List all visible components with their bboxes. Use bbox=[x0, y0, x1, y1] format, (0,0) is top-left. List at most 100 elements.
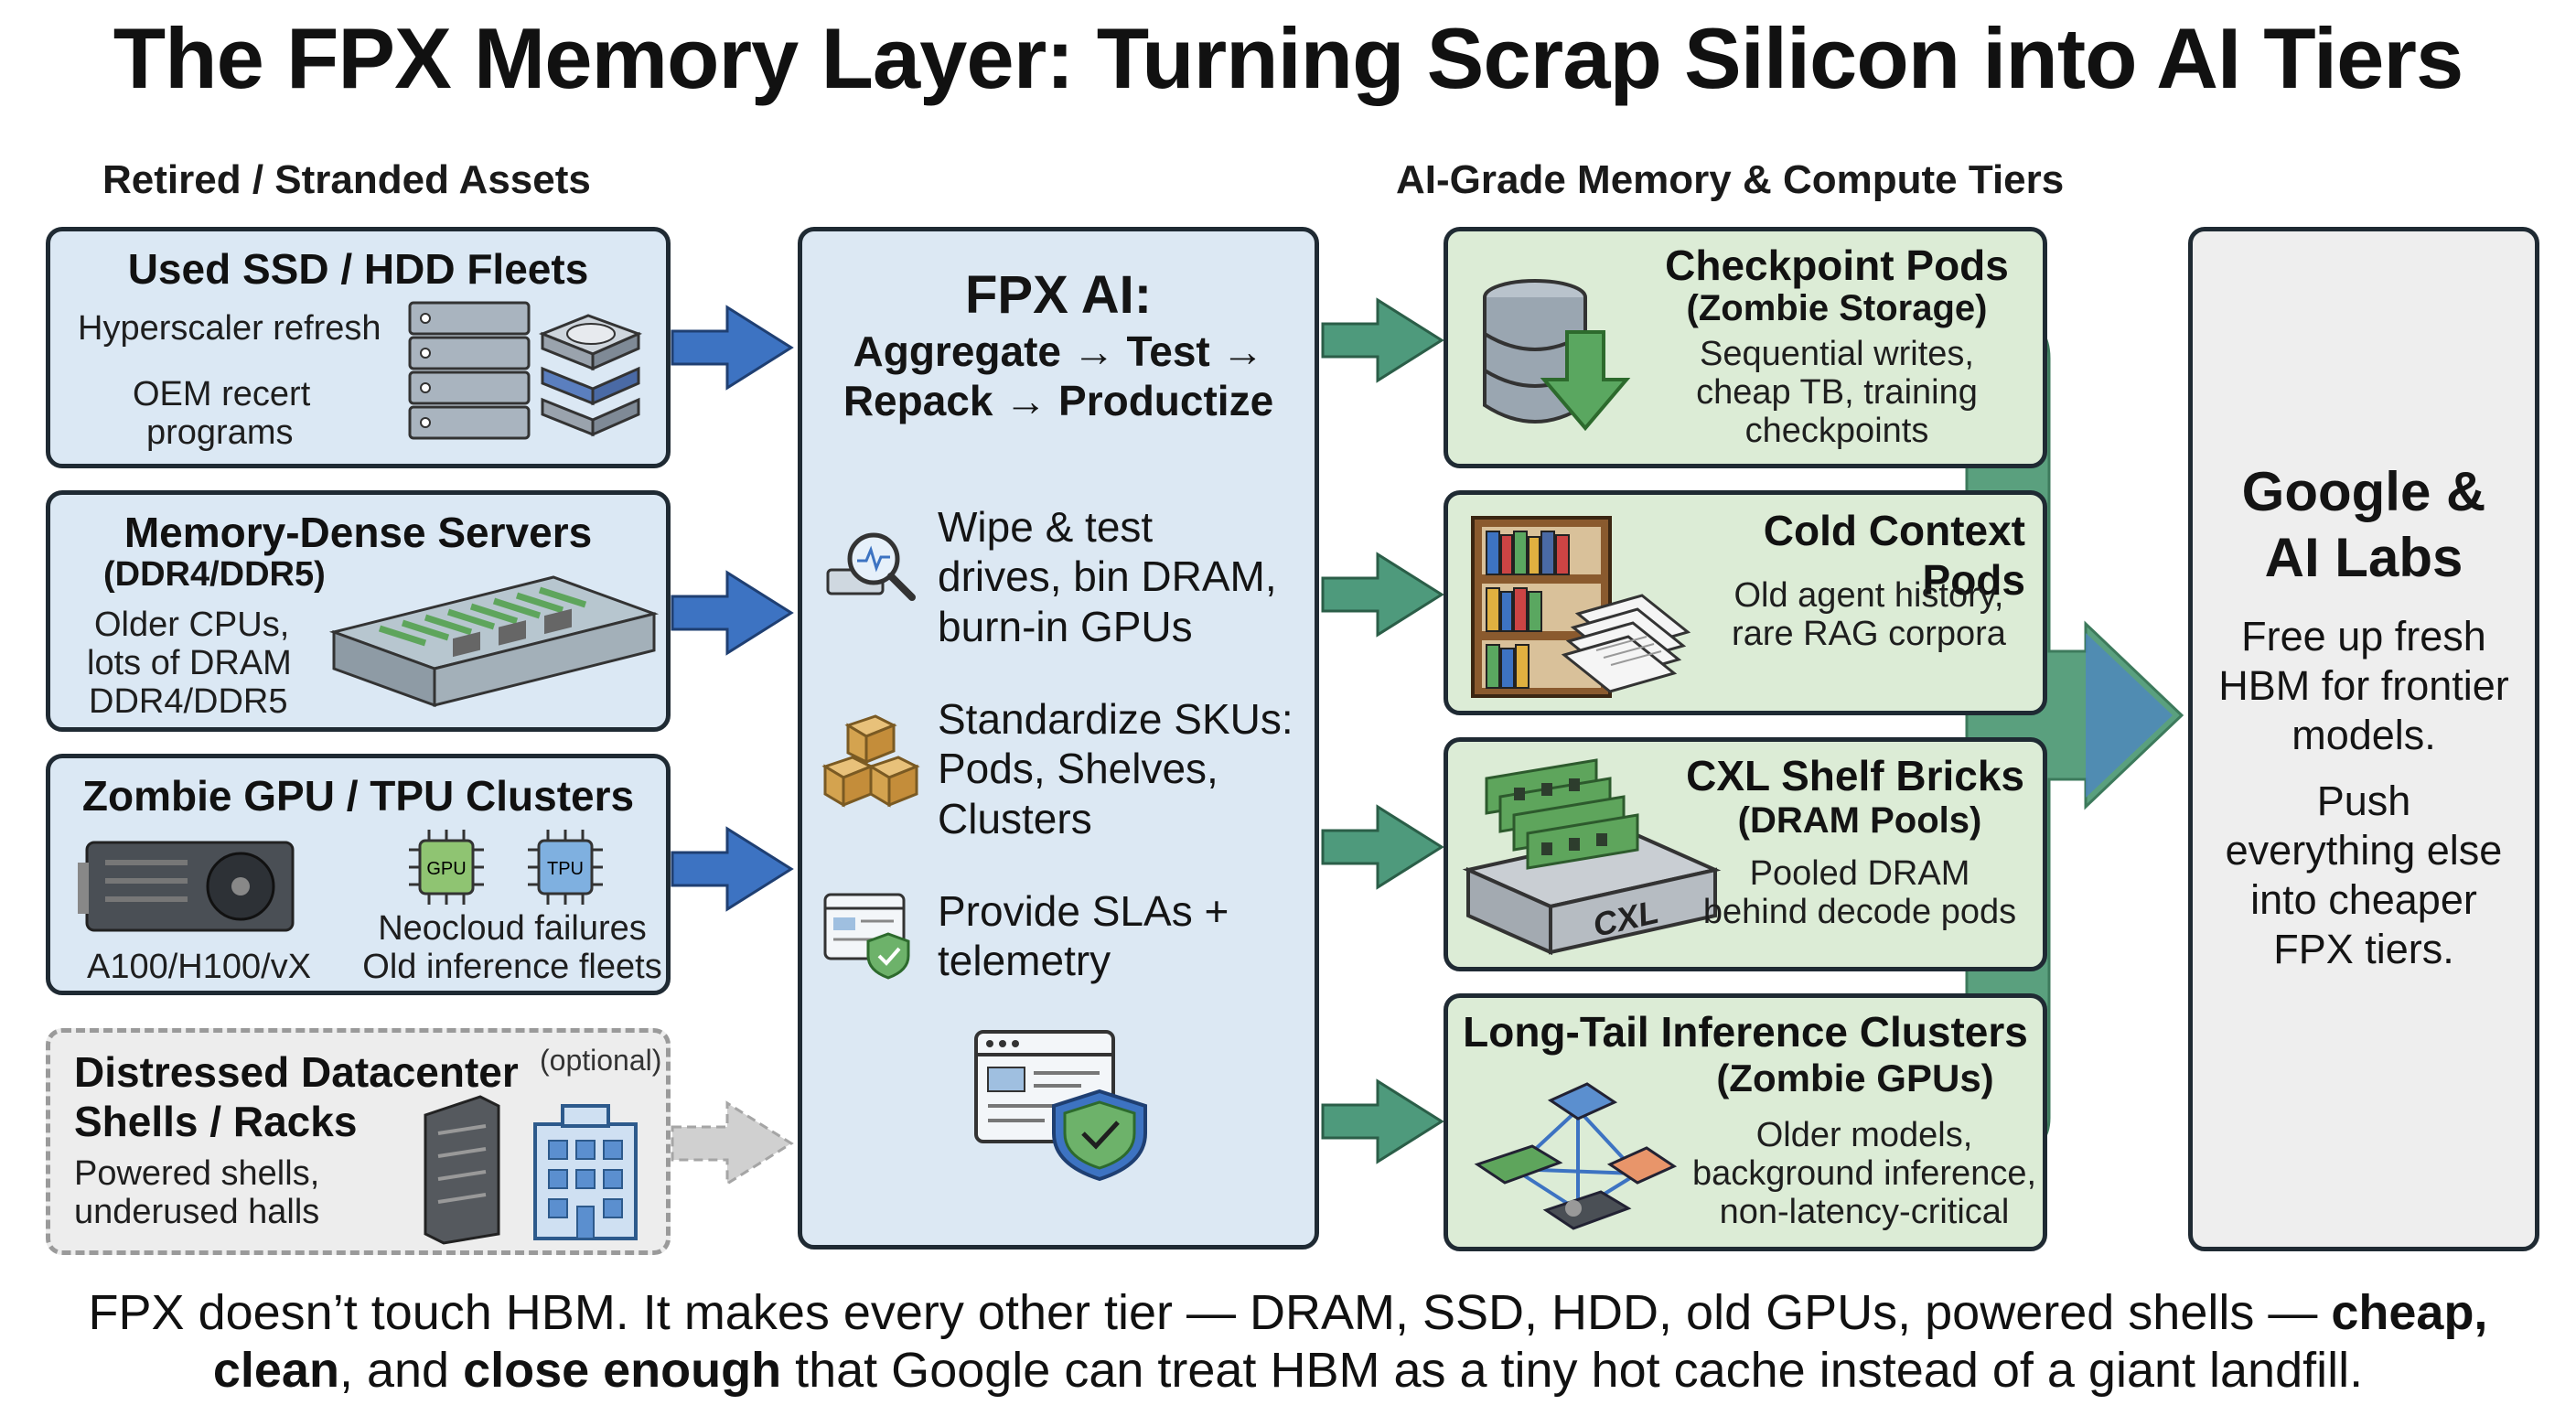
tier-line: cheap TB, training bbox=[1696, 373, 1978, 412]
tier-checkpoint-pods: Checkpoint Pods (Zombie Storage) Sequent… bbox=[1444, 227, 2047, 468]
server-rack-icon bbox=[408, 301, 643, 440]
gpu-chip-icon: GPU bbox=[409, 830, 484, 905]
source-title: Zombie GPU / TPU Clusters bbox=[81, 772, 635, 820]
server-chassis-icon bbox=[328, 575, 660, 708]
page-title: The FPX Memory Layer: Turning Scrap Sili… bbox=[113, 10, 2464, 106]
tier-title: Long-Tail Inference Clusters bbox=[1463, 1008, 2028, 1056]
optional-source-arrow-icon bbox=[671, 1100, 794, 1186]
gpu-card-icon bbox=[78, 841, 295, 932]
source-line: Hyperscaler refresh bbox=[78, 309, 381, 348]
tier-line: behind decode pods bbox=[1702, 893, 2017, 931]
footer-text: that Google can treat HBM as a tiny hot … bbox=[781, 1342, 2364, 1398]
sink-title-line2: AI Labs bbox=[2264, 527, 2463, 588]
tier-line: Older models, bbox=[1755, 1116, 1973, 1154]
bookshelf-documents-icon bbox=[1471, 516, 1691, 698]
source-title-line2: Shells / Racks bbox=[74, 1098, 358, 1145]
process-step: Provide SLAs + telemetry bbox=[938, 886, 1229, 986]
process-step-line: Wipe & test bbox=[938, 503, 1154, 551]
source-title: Memory-Dense Servers bbox=[123, 509, 593, 556]
process-step-line: telemetry bbox=[938, 937, 1111, 985]
process-step-line: burn-in GPUs bbox=[938, 602, 1193, 650]
sink-line: into cheaper bbox=[2250, 876, 2477, 923]
tier-long-tail-inference-clusters: Long-Tail Inference Clusters (Zombie GPU… bbox=[1444, 993, 2047, 1251]
gpu-chip-label: GPU bbox=[426, 859, 466, 879]
source-line: Neocloud failures bbox=[378, 909, 647, 948]
tier-arrow-icon bbox=[1321, 1078, 1444, 1164]
source-line: Older CPUs, bbox=[94, 606, 290, 644]
browser-check-icon bbox=[823, 893, 910, 980]
tier-line: Pooled DRAM bbox=[1749, 854, 1970, 893]
left-section-header: Retired / Stranded Assets bbox=[102, 157, 591, 202]
source-arrow-icon bbox=[671, 305, 794, 391]
footer-text: FPX doesn’t touch HBM. It makes every ot… bbox=[88, 1285, 2332, 1340]
source-line: lots of DRAM bbox=[87, 644, 292, 682]
tier-line: non-latency-critical bbox=[1719, 1193, 2010, 1231]
source-subtitle: (DDR4/DDR5) bbox=[103, 555, 326, 594]
database-download-icon bbox=[1483, 279, 1631, 432]
tier-title: CXL Shelf Bricks bbox=[1686, 752, 2024, 799]
tpu-chip-label: TPU bbox=[547, 859, 584, 879]
process-step-line: drives, bin DRAM, bbox=[938, 552, 1277, 601]
process-step-line: Clusters bbox=[938, 794, 1092, 842]
google-ai-labs-panel: Google & AI Labs Free up fresh HBM for f… bbox=[2188, 227, 2539, 1251]
source-line: OEM recert bbox=[133, 375, 311, 413]
source-zombie-gpu-tpu-clusters: Zombie GPU / TPU Clusters GPU TPU A100/H… bbox=[46, 754, 671, 995]
sink-title-line1: Google & bbox=[2241, 461, 2486, 522]
tier-subtitle: (Zombie GPUs) bbox=[1716, 1056, 1994, 1099]
tier-arrow-icon bbox=[1321, 804, 1444, 890]
source-line: Powered shells, bbox=[74, 1154, 320, 1193]
source-ssd-hdd-fleets: Used SSD / HDD Fleets Hyperscaler refres… bbox=[46, 227, 671, 468]
process-step-line: Pods, Shelves, bbox=[938, 745, 1218, 793]
source-title-line1: Distressed Datacenter bbox=[74, 1048, 519, 1096]
sink-line: everything else bbox=[2225, 827, 2503, 874]
process-step-line: Standardize SKUs: bbox=[938, 695, 1293, 743]
source-memory-dense-servers: Memory-Dense Servers (DDR4/DDR5) Older C… bbox=[46, 490, 671, 732]
optional-tag: (optional) bbox=[540, 1044, 662, 1077]
tier-subtitle: (Zombie Storage) bbox=[1686, 288, 1988, 328]
tier-arrow-icon bbox=[1321, 552, 1444, 638]
hdd-stack-icon bbox=[538, 314, 643, 437]
tier-subtitle: (DRAM Pools) bbox=[1737, 800, 1982, 841]
tpu-chip-icon: TPU bbox=[528, 830, 603, 905]
sink-line: Push bbox=[2316, 778, 2411, 824]
tier-line: rare RAG corpora bbox=[1732, 615, 2006, 653]
footer-text: , and bbox=[338, 1342, 464, 1398]
source-title: Used SSD / HDD Fleets bbox=[127, 245, 589, 293]
fpx-process-panel: FPX AI: Aggregate → Test → Repack → Prod… bbox=[798, 227, 1319, 1249]
process-step: Wipe & test drives, bin DRAM, burn-in GP… bbox=[938, 502, 1277, 651]
source-caption: A100/H100/vX bbox=[87, 948, 312, 986]
process-step-line: Provide SLAs + bbox=[938, 887, 1229, 935]
source-line: Old inference fleets bbox=[362, 948, 662, 986]
process-subtitle-line1: Aggregate → Test → bbox=[853, 327, 1264, 375]
tier-cxl-shelf-bricks: CXL CXL Shelf Bricks (DRAM Pools) Pooled… bbox=[1444, 737, 2047, 971]
magnifier-testing-icon bbox=[826, 532, 916, 601]
sink-line: models. bbox=[2292, 712, 2436, 758]
footer-caption: FPX doesn’t touch HBM. It makes every ot… bbox=[0, 1284, 2576, 1399]
tier-line: background inference, bbox=[1691, 1154, 2037, 1193]
sink-line: Free up fresh bbox=[2241, 613, 2486, 660]
process-step: Standardize SKUs: Pods, Shelves, Cluster… bbox=[938, 694, 1293, 843]
source-distressed-datacenter: Distressed Datacenter Shells / Racks (op… bbox=[46, 1028, 671, 1255]
tier-cold-context-pods: Cold Context Pods Old agent history, rar… bbox=[1444, 490, 2047, 715]
source-line: underused halls bbox=[74, 1193, 320, 1231]
tier-line: checkpoints bbox=[1744, 412, 1929, 450]
footer-emphasis: close enough bbox=[463, 1342, 782, 1398]
tier-arrow-icon bbox=[1321, 297, 1444, 383]
browser-shield-icon bbox=[974, 1030, 1147, 1182]
footer-emphasis: cheap, bbox=[2331, 1285, 2488, 1340]
gpu-cluster-network-icon bbox=[1474, 1082, 1678, 1230]
cxl-memory-shelf-icon: CXL bbox=[1462, 758, 1722, 956]
right-section-header: AI-Grade Memory & Compute Tiers bbox=[1396, 157, 2065, 202]
source-line: programs bbox=[146, 413, 294, 452]
tier-title: Cold Context Pods bbox=[1763, 507, 2025, 604]
sink-line: FPX tiers. bbox=[2273, 926, 2454, 972]
source-arrow-icon bbox=[671, 826, 794, 912]
tier-line: Sequential writes, bbox=[1700, 335, 1974, 373]
process-title: FPX AI: bbox=[964, 265, 1153, 325]
datacenter-building-icon bbox=[424, 1095, 638, 1245]
tier-line: Old agent history, bbox=[1733, 576, 2004, 615]
process-subtitle-line2: Repack → Productize bbox=[843, 377, 1274, 424]
sink-line: HBM for frontier bbox=[2218, 662, 2509, 709]
footer-emphasis: clean bbox=[212, 1342, 339, 1398]
source-arrow-icon bbox=[671, 570, 794, 656]
